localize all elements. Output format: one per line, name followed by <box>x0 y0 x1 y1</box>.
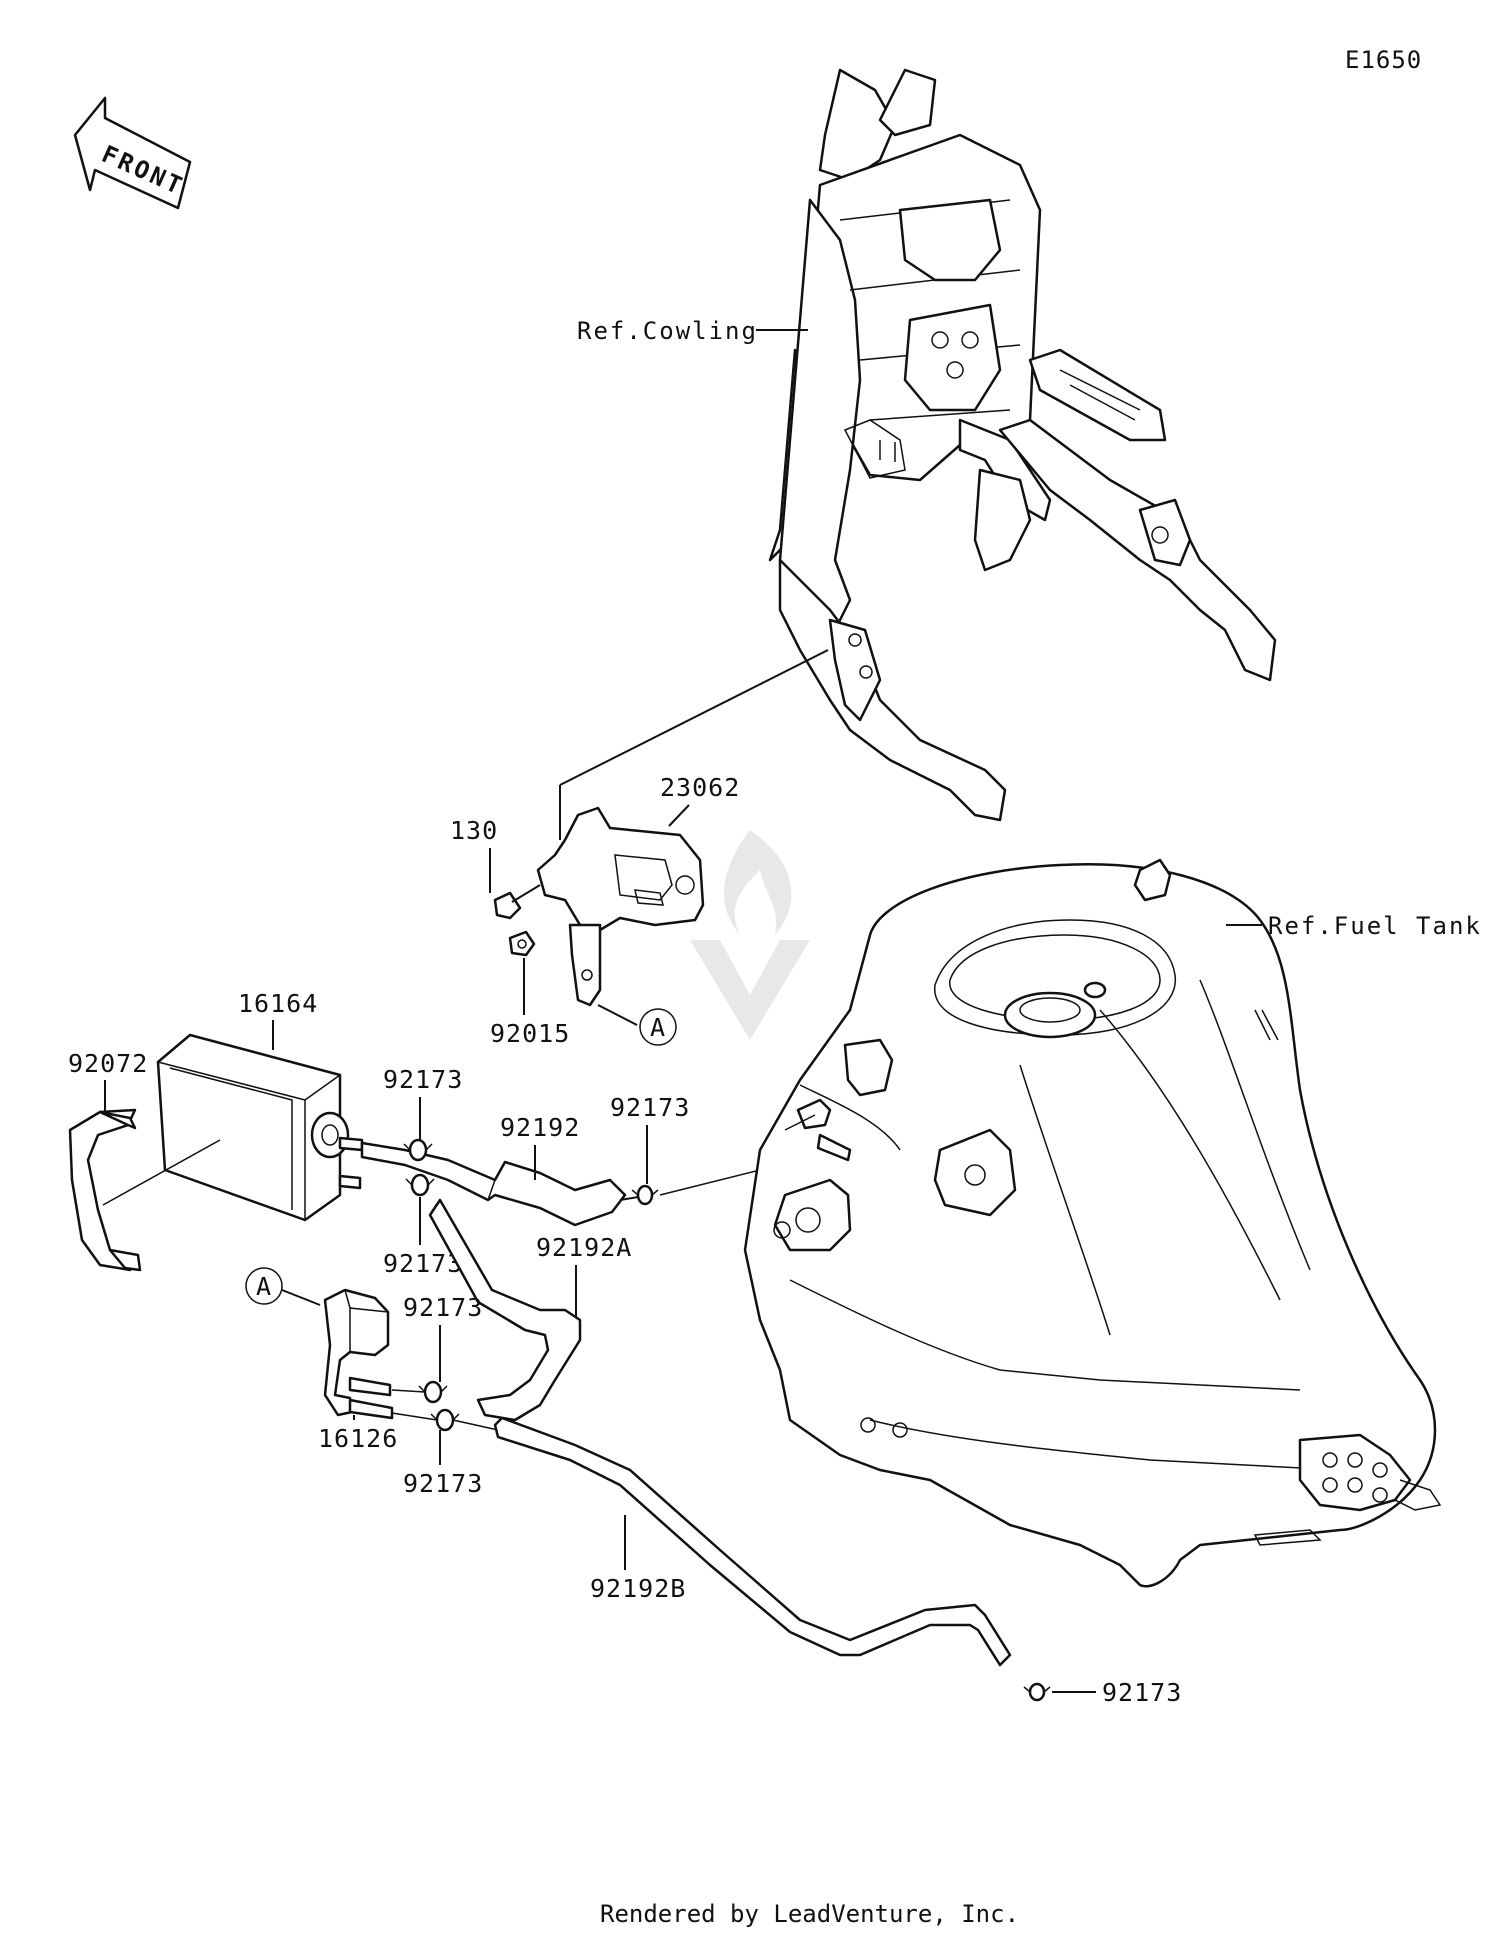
valve-to-clamp-e-line <box>391 1412 438 1421</box>
hose-92192b <box>493 1416 1012 1667</box>
valve-to-clamp-d-line <box>391 1389 426 1393</box>
cowling-frame <box>768 68 1277 822</box>
leader-frame-to-bracket <box>559 649 829 786</box>
clamp-92173-c <box>405 1173 435 1197</box>
clamp-e-to-hose-line <box>452 1419 499 1431</box>
clamp-92173-d <box>418 1380 448 1404</box>
strap-to-canister-line <box>102 1139 221 1206</box>
hose-92192 <box>360 1141 651 1227</box>
callout-a-right: A <box>650 1013 666 1042</box>
strap-92072 <box>68 1108 142 1272</box>
part-92015-label: 92015 <box>490 1019 570 1048</box>
valve-16126 <box>323 1288 394 1420</box>
callout-a-left: A <box>256 1272 272 1301</box>
callout-a-right-circle <box>639 1008 677 1046</box>
part-16126-label: 16126 <box>318 1424 398 1453</box>
front-arrow-icon: FRONT <box>73 96 192 210</box>
part-92192a-label: 92192A <box>536 1233 632 1262</box>
part-16164-label: 16164 <box>238 989 318 1018</box>
footer-credit: Rendered by LeadVenture, Inc. <box>600 1900 1019 1928</box>
fuel-tank <box>743 858 1442 1588</box>
leader-callout-a-right <box>597 1004 638 1026</box>
part-92192-label: 92192 <box>500 1113 580 1142</box>
part-92173-b-label: 92173 <box>610 1093 690 1122</box>
part-92173-d-label: 92173 <box>403 1293 483 1322</box>
part-92072-label: 92072 <box>68 1049 148 1078</box>
clamp-92173-f <box>1023 1682 1051 1702</box>
hose-92192a <box>428 1198 582 1422</box>
ref-cowling-label: Ref.Cowling <box>577 317 758 345</box>
part-92173-e-label: 92173 <box>403 1469 483 1498</box>
bracket-23062 <box>536 806 705 1007</box>
canister-16164 <box>156 1033 364 1222</box>
part-92192b-label: 92192B <box>590 1574 686 1603</box>
leader-callout-a-left <box>281 1289 321 1306</box>
watermark-logo <box>690 830 810 1040</box>
callout-a-left-circle <box>245 1267 283 1305</box>
part-23062-label: 23062 <box>660 773 740 802</box>
clamp-92173-b <box>631 1184 659 1206</box>
ref-fuel-tank-label: Ref.Fuel Tank <box>1268 912 1482 940</box>
part-92173-c-label: 92173 <box>383 1249 463 1278</box>
nut-92015 <box>508 930 536 957</box>
part-130-label: 130 <box>450 816 498 845</box>
clamp-92173-a <box>403 1138 433 1162</box>
diagram-code: E1650 <box>1345 46 1422 74</box>
bolt-130 <box>493 884 541 920</box>
part-92173-f-label: 92173 <box>1102 1678 1182 1707</box>
part-92173-a-label: 92173 <box>383 1065 463 1094</box>
leader-23062 <box>668 804 690 827</box>
